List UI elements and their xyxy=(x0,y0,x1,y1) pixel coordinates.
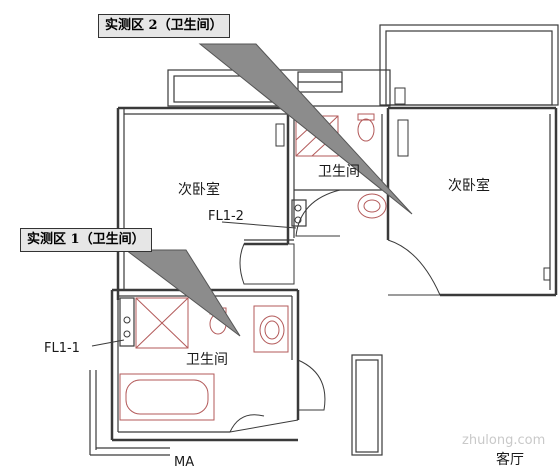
vanity-bath1 xyxy=(253,305,289,353)
label-bathroom-top: 卫生间 xyxy=(318,164,360,180)
bathtub xyxy=(119,373,215,421)
leader-zone2 xyxy=(198,43,413,215)
callout-zone2: 实测区 2（卫生间） xyxy=(98,14,230,38)
callout-zone1: 实测区 1（卫生间） xyxy=(20,228,152,252)
door-bedroom-right xyxy=(387,239,441,296)
leader-fl1-2 xyxy=(221,221,297,229)
tag-bottom-mark: MA xyxy=(174,455,194,470)
cabinet xyxy=(351,354,383,456)
sink-bath1 xyxy=(259,315,285,345)
toilet-bath2 xyxy=(357,118,375,142)
balcony-right-inner xyxy=(385,30,553,106)
doors xyxy=(229,189,441,433)
leader-fl1-1 xyxy=(91,339,125,347)
door-bath2 xyxy=(295,189,341,237)
tag-fl1-2: FL1-2 xyxy=(208,209,244,224)
door-bath1 xyxy=(297,359,326,411)
shaft-fl1-2 xyxy=(291,199,307,227)
leader-zone1 xyxy=(124,249,241,337)
walls xyxy=(89,24,559,456)
shaft-fl1-1 xyxy=(119,297,135,347)
shower-bath1 xyxy=(135,297,189,349)
balcony-right xyxy=(379,24,559,106)
label-living: 客厅 xyxy=(496,451,524,468)
sink-bath2 xyxy=(357,193,387,219)
watermark: zhulong.com xyxy=(462,433,545,448)
door-bedroom-left xyxy=(239,243,295,285)
tag-fl1-1: FL1-1 xyxy=(44,341,80,356)
switch-bath2 xyxy=(275,123,285,147)
label-bathroom-bottom: 卫生间 xyxy=(186,352,228,368)
label-bedroom-left: 次卧室 xyxy=(178,181,220,198)
label-bedroom-right: 次卧室 xyxy=(448,177,490,194)
